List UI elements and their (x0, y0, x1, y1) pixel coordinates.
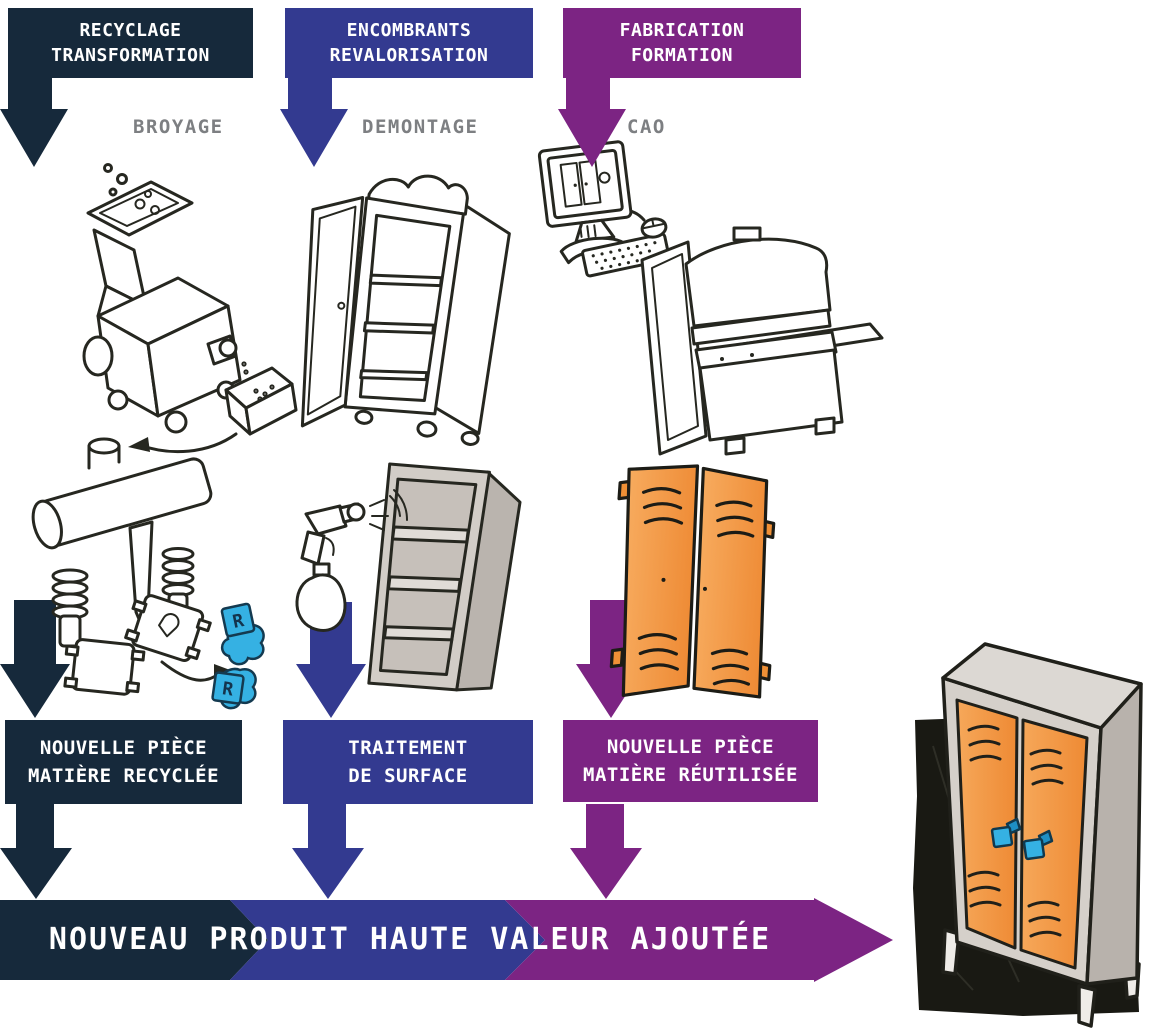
box-line: MATIÈRE RECYCLÉE (27, 765, 220, 787)
spring-leg (51, 568, 89, 648)
down-arrow-icon (0, 77, 68, 167)
box-nouvelle-piece-recyclee: NOUVELLE PIÈCE MATIÈRE RECYCLÉE (5, 720, 242, 804)
stage-label-cao: CAO (627, 116, 666, 138)
box-line: NOUVELLE PIÈCE (39, 737, 208, 759)
down-arrow-icon (558, 77, 626, 167)
recycled-tag-letter: R (221, 678, 235, 700)
wardrobe-illustration (300, 174, 511, 446)
spray-gun-icon (295, 489, 408, 632)
header-line: REVALORISATION (329, 45, 489, 66)
header-recyclage-transformation: RECYCLAGE TRANSFORMATION (8, 8, 253, 78)
box-line: MATIÈRE RÉUTILISÉE (583, 764, 798, 786)
down-arrow-icon (292, 804, 364, 899)
header-line: RECYCLAGE (79, 20, 182, 41)
orange-doors-illustration (609, 464, 776, 699)
down-arrow-icon (570, 804, 642, 899)
molding-machine-illustration: R R (31, 437, 265, 710)
recycled-part: R (220, 602, 265, 666)
stage-label-demontage: DEMONTAGE (362, 116, 479, 138)
stage-label-broyage: BROYAGE (133, 116, 224, 138)
recycled-part: R (211, 667, 257, 710)
banner-text: NOUVEAU PRODUIT HAUTE VALEUR AJOUTÉE (48, 921, 772, 957)
recycled-tag-letter: R (231, 610, 246, 633)
box-line: TRAITEMENT (348, 737, 468, 759)
box-traitement-de-surface: TRAITEMENT DE SURFACE (283, 720, 533, 804)
mouse-icon (640, 217, 668, 239)
box-line: NOUVELLE PIÈCE (606, 736, 775, 758)
box-line: DE SURFACE (348, 765, 468, 787)
header-fabrication-formation: FABRICATION FORMATION (563, 8, 801, 78)
header-line: FORMATION (630, 45, 734, 66)
header-line: ENCOMBRANTS (346, 20, 472, 41)
press-machine-illustration (640, 226, 884, 456)
keyboard-icon (581, 232, 671, 278)
down-arrow-icon (296, 602, 366, 718)
process-banner (0, 898, 893, 982)
spray-paint-cabinet-illustration (295, 462, 522, 692)
header-line: FABRICATION (619, 20, 745, 41)
finished-locker-illustration (913, 642, 1143, 1028)
box-nouvelle-piece-reutilisee: NOUVELLE PIÈCE MATIÈRE RÉUTILISÉE (563, 720, 818, 802)
locker-handles (990, 817, 1054, 861)
header-encombrants-revalorisation: ENCOMBRANTS REVALORISATION (285, 8, 533, 78)
down-arrow-icon (0, 804, 72, 899)
shredder-machine-illustration (82, 163, 298, 454)
down-arrow-icon (0, 600, 70, 718)
header-line: TRANSFORMATION (51, 45, 210, 66)
down-arrow-icon (280, 77, 348, 167)
